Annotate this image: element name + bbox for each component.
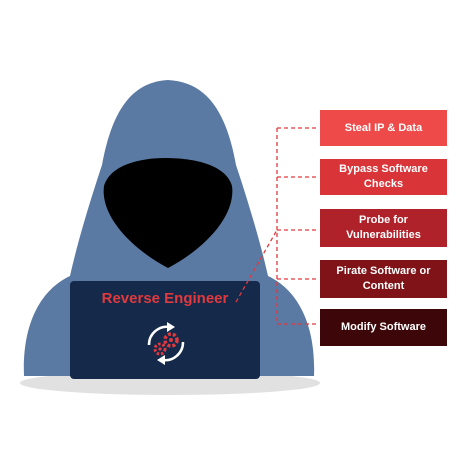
laptop [70,281,260,379]
action-steal-ip: Steal IP & Data [320,110,447,146]
action-bypass-checks: Bypass Software Checks [320,159,447,195]
action-probe-vulnerabilities: Probe for Vulnerabilities [320,209,447,247]
action-pirate-software: Pirate Software or Content [320,260,447,298]
connector-lines [235,127,318,325]
action-modify-software: Modify Software [320,309,447,346]
hood-face [103,158,233,268]
gears-cycle-icon [147,322,185,365]
laptop-title: Reverse Engineer [101,290,229,307]
